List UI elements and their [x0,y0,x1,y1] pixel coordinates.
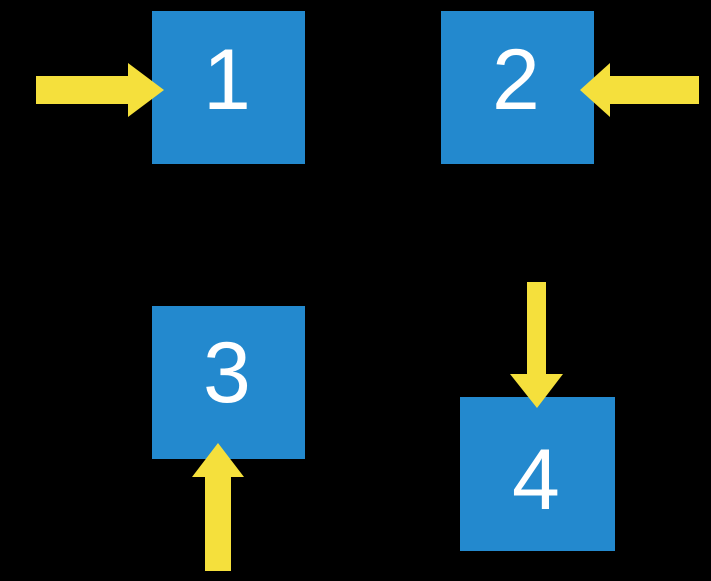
arrow-right-shape [36,63,164,117]
node-label-2: 2 [492,32,540,128]
arrow-down-shape [510,282,563,408]
node-label-4: 4 [512,432,560,528]
node-label-1: 1 [203,32,251,128]
arrow-right-icon [36,63,164,117]
arrow-left-shape [580,63,699,117]
node-box-4[interactable] [460,397,615,551]
arrow-down-icon [510,282,563,408]
arrow-left-icon [580,63,699,117]
arrow-up-shape [192,443,244,571]
node-box-1[interactable] [152,11,305,164]
node-label-3: 3 [203,325,251,421]
node-box-2[interactable] [441,11,594,164]
arrow-up-icon [192,443,244,571]
node-box-3[interactable] [152,306,305,459]
